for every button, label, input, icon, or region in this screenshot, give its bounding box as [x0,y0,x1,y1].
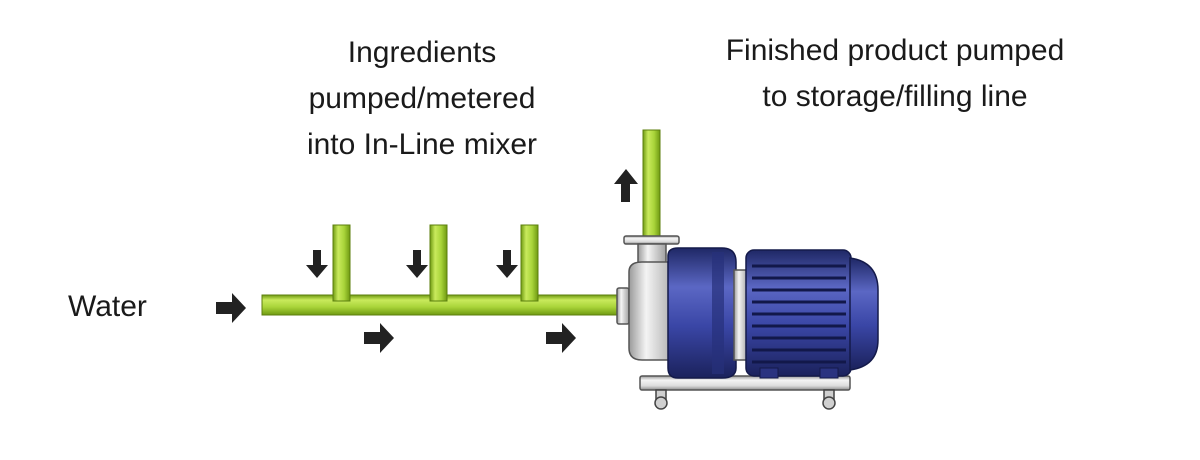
pump-housing-band [712,252,724,374]
pump-feet [654,389,836,410]
ingredients-label-line-2: pumped/metered [308,82,536,115]
ingredient-down-arrow-icon-1 [306,250,328,278]
flow-right-arrow-icon-1 [364,323,394,353]
pump-base-plate [639,375,851,391]
discharge-flange [623,235,680,245]
ingredient-down-arrow-icon-2 [406,250,428,278]
pump-housing [667,247,737,379]
ingredients-label-line-3: into In-Line mixer [306,128,538,161]
finished-product-label-line-1: Finished product pumped [725,34,1065,67]
ingredients-label: Ingredients pumped/metered into In-Line … [262,30,582,168]
electric-motor-icon [745,249,879,379]
motor-cooling-fins [752,264,846,364]
flow-right-arrow-icon-2 [546,323,576,353]
flow-arrows [216,169,638,353]
inlet-pipe-2 [429,224,448,302]
ingredients-label-line-1: Ingredients [347,36,497,69]
inlet-pipe-1 [332,224,351,302]
motor-foot-right [819,367,839,379]
motor-end-cap [849,257,879,371]
outlet-pipe [642,129,661,239]
ingredient-down-arrow-icon-3 [496,250,518,278]
inlet-pipe-3 [520,224,539,302]
outlet-up-arrow-icon [614,169,638,202]
water-label: Water [68,290,147,323]
water-inlet-arrow-icon [216,293,246,323]
inlet-flange [616,287,630,325]
ingredient-inlet-pipes [332,224,539,302]
finished-product-label: Finished product pumped to storage/filli… [660,28,1130,120]
centrifugal-pump-icon [616,235,851,410]
finished-product-label-line-2: to storage/filling line [762,80,1028,113]
motor-foot-left [759,367,779,379]
